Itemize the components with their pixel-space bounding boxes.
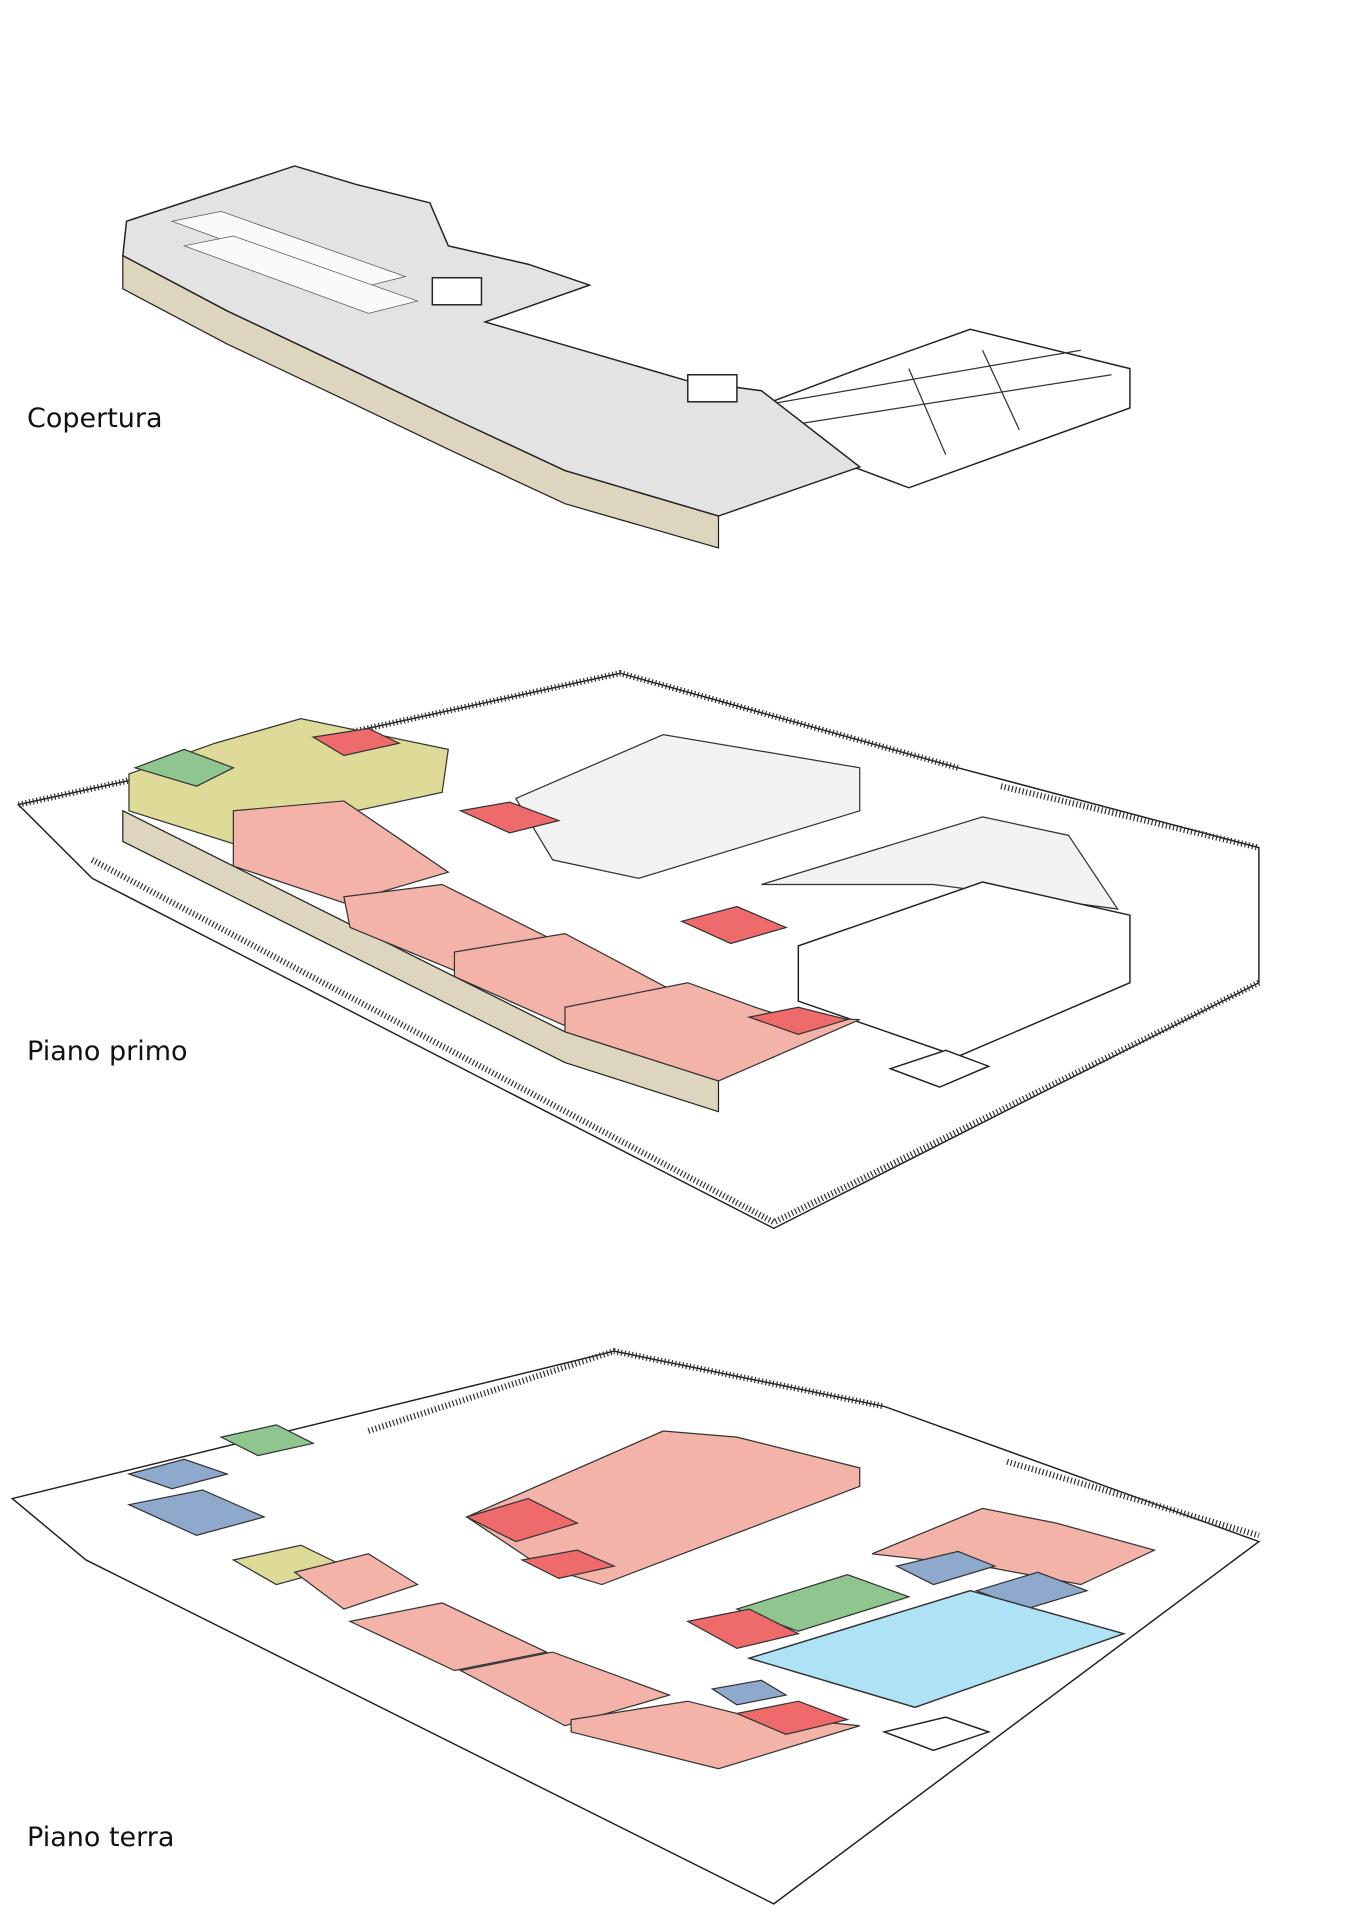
atrium-roof <box>514 733 861 879</box>
first-floor-label: Piano primo <box>27 1036 188 1067</box>
ground-floor-drawing <box>10 1348 1261 1905</box>
zone-blue <box>126 1458 230 1490</box>
roof-level-drawing <box>122 165 1131 549</box>
zone-green <box>219 1424 316 1457</box>
roof-level-label: Copertura <box>27 403 163 434</box>
classrooms <box>232 800 450 904</box>
gym-roof <box>761 816 1119 910</box>
perimeter-fence <box>17 670 959 808</box>
skylight <box>881 1716 991 1752</box>
ground-floor-label: Piano terra <box>27 1822 175 1853</box>
zone-yellow <box>128 718 449 849</box>
roof-equipment <box>431 277 483 306</box>
classroom-wing-facade <box>122 809 720 1113</box>
skylight <box>888 1049 991 1088</box>
swimming-pool <box>746 1589 1127 1709</box>
solar-panels <box>170 211 419 314</box>
zone-services <box>311 727 402 757</box>
first-floor-drawing <box>16 670 1261 1230</box>
perimeter-fence <box>367 1348 885 1434</box>
gym-block <box>797 881 1131 1058</box>
roof-equipment <box>687 374 738 403</box>
classrooms <box>293 1553 420 1610</box>
zone-green <box>133 748 235 787</box>
annex-bays <box>761 349 1112 455</box>
